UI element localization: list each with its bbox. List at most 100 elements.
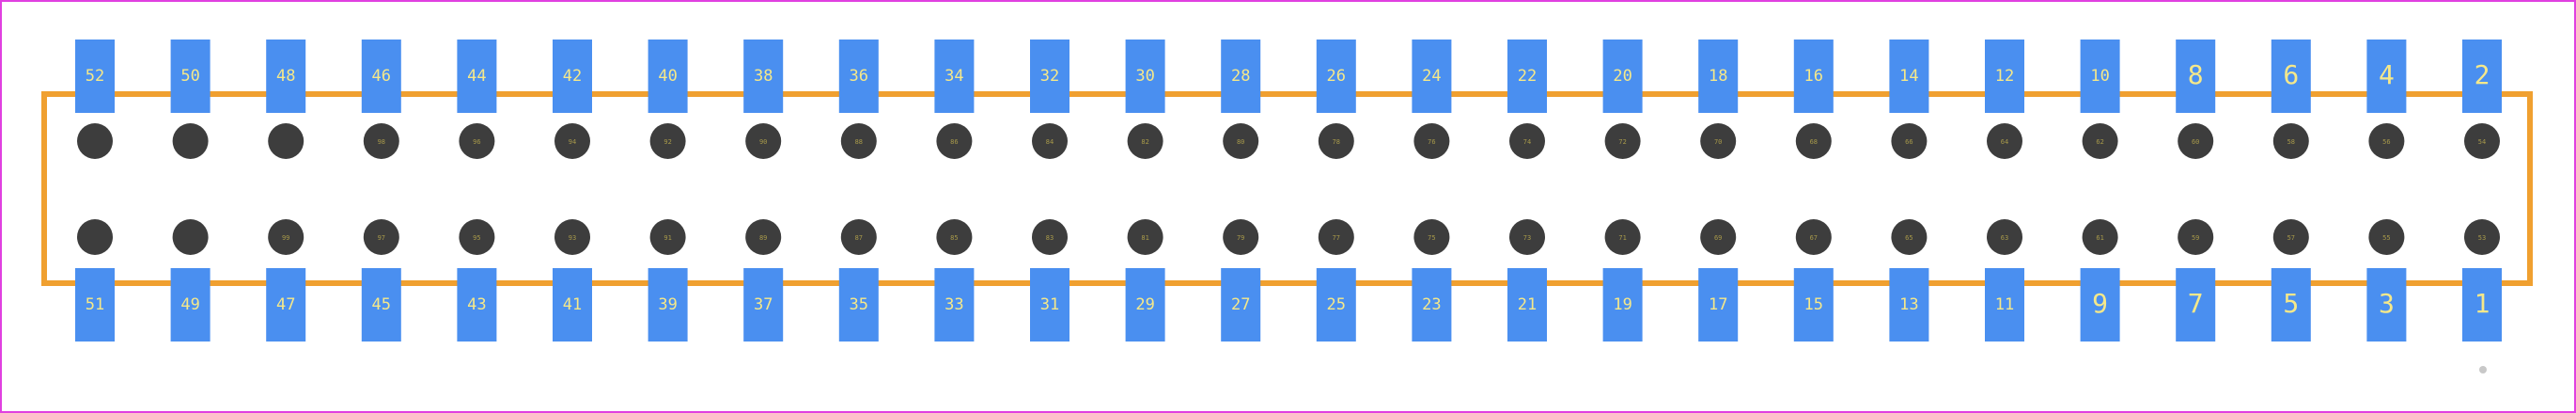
- mounting-hole: 79: [1223, 219, 1259, 255]
- pad-47: 47: [266, 268, 306, 342]
- pad-shape: [1793, 268, 1834, 342]
- pad-label: 8: [2188, 59, 2204, 90]
- hole-shape: [1700, 219, 1737, 255]
- pad-shape: [1125, 40, 1165, 113]
- pad-41: 41: [553, 268, 592, 342]
- pad-label: 37: [754, 295, 773, 314]
- pad-2: 2: [2462, 40, 2502, 113]
- mounting-hole: 74: [1509, 123, 1545, 159]
- pad-52: 52: [75, 40, 115, 113]
- pad-shape: [457, 40, 497, 113]
- hole-label: 69: [1714, 234, 1722, 242]
- hole-label: 76: [1428, 138, 1435, 146]
- pad-label: 52: [86, 67, 104, 86]
- pad-shape: [1602, 268, 1643, 342]
- pad-label: 6: [2283, 59, 2299, 90]
- pad-37: 37: [743, 268, 784, 342]
- hole-label: 97: [378, 234, 385, 242]
- hole-shape: [1509, 123, 1545, 159]
- pad-14: 14: [1889, 40, 1929, 113]
- hole-label: 92: [664, 138, 671, 146]
- hole-label: 80: [1237, 138, 1244, 146]
- pad-shape: [266, 268, 306, 342]
- hole-label: 82: [1141, 138, 1148, 146]
- hole-label: 55: [2382, 234, 2390, 242]
- hole-shape: [649, 123, 686, 159]
- hole-label: 53: [2478, 234, 2486, 242]
- mounting-hole: [77, 123, 113, 159]
- pad-51: 51: [75, 268, 115, 342]
- hole-label: 86: [950, 138, 958, 146]
- pad-3: 3: [2366, 268, 2407, 342]
- pad-label: 29: [1135, 295, 1154, 314]
- hole-shape: [936, 219, 973, 255]
- pad-13: 13: [1889, 268, 1929, 342]
- pad-shape: [1412, 40, 1452, 113]
- hole-shape: [172, 219, 209, 255]
- pad-label: 32: [1040, 67, 1059, 86]
- pad-34: 34: [934, 40, 975, 113]
- mounting-hole: 73: [1509, 219, 1545, 255]
- pad-shape: [1507, 268, 1547, 342]
- hole-shape: [1509, 219, 1545, 255]
- pad-shape: [553, 268, 592, 342]
- pad-shape: [361, 40, 401, 113]
- hole-shape: [77, 219, 113, 255]
- mounting-hole: 97: [363, 219, 399, 255]
- mounting-hole: [77, 219, 113, 255]
- mounting-hole: 93: [554, 219, 590, 255]
- pad-49: 49: [170, 268, 211, 342]
- hole-shape: [840, 123, 877, 159]
- hole-label: 75: [1428, 234, 1435, 242]
- pad-shape: [648, 268, 688, 342]
- hole-shape: [1891, 123, 1928, 159]
- hole-label: 56: [2382, 138, 2390, 146]
- pad-shape: [1985, 40, 2024, 113]
- hole-label: 59: [2192, 234, 2199, 242]
- pad-11: 11: [1985, 268, 2024, 342]
- hole-shape: [459, 123, 495, 159]
- mounting-hole: 80: [1223, 123, 1259, 159]
- pad-label: 23: [1422, 295, 1441, 314]
- pad-label: 41: [563, 295, 582, 314]
- pad-label: 25: [1327, 295, 1346, 314]
- hole-shape: [1413, 219, 1450, 255]
- pad-4: 4: [2366, 40, 2407, 113]
- pad-label: 4: [2379, 59, 2395, 90]
- pad-shape: [1125, 268, 1165, 342]
- hole-shape: [1700, 123, 1737, 159]
- pin1-marker: [2479, 366, 2487, 373]
- hole-shape: [1223, 219, 1259, 255]
- hole-label: 61: [2096, 234, 2103, 242]
- pad-9: 9: [2080, 268, 2120, 342]
- pad-shape: [1412, 268, 1452, 342]
- pad-31: 31: [1030, 268, 1069, 342]
- hole-label: 72: [1618, 138, 1626, 146]
- pad-shape: [75, 268, 115, 342]
- pad-shape: [1316, 40, 1356, 113]
- pad-label: 18: [1709, 67, 1727, 86]
- hole-label: 84: [1046, 138, 1054, 146]
- mounting-hole: 83: [1032, 219, 1068, 255]
- pad-shape: [170, 40, 211, 113]
- pad-shape: [1030, 40, 1069, 113]
- pad-shape: [1221, 40, 1261, 113]
- pad-16: 16: [1793, 40, 1834, 113]
- pad-shape: [934, 40, 975, 113]
- hole-label: 88: [855, 138, 863, 146]
- hole-shape: [649, 219, 686, 255]
- hole-shape: [2178, 123, 2214, 159]
- mounting-hole: 91: [649, 219, 686, 255]
- pad-shape: [934, 268, 975, 342]
- pad-shape: [2176, 268, 2216, 342]
- hole-label: 62: [2096, 138, 2103, 146]
- pad-8: 8: [2176, 40, 2216, 113]
- mounting-hole: 88: [840, 123, 877, 159]
- hole-label: 70: [1714, 138, 1722, 146]
- hole-shape: [554, 219, 590, 255]
- hole-shape: [1223, 123, 1259, 159]
- pad-label: 19: [1613, 295, 1631, 314]
